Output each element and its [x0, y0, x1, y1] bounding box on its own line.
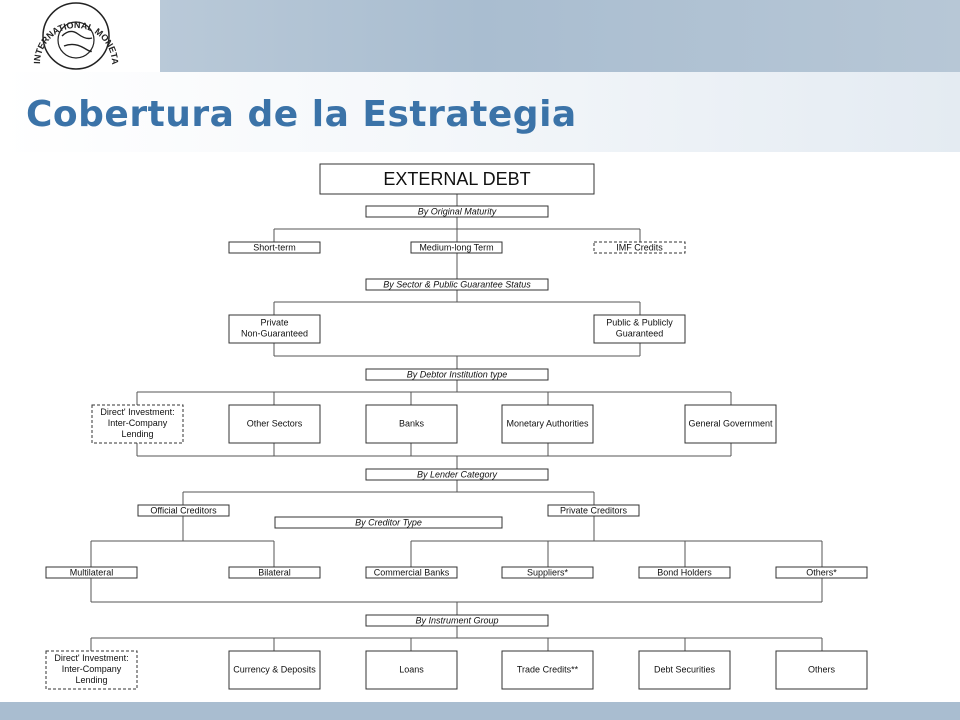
debt-securities-box: Debt Securities [638, 650, 731, 690]
svg-text:Private Creditors: Private Creditors [560, 505, 628, 515]
by-debtor-institution-label: By Debtor Institution type [365, 368, 549, 381]
bond-holders-box: Bond Holders [638, 566, 731, 579]
svg-text:Multilateral: Multilateral [70, 567, 114, 577]
by-lender-category-label: By Lender Category [365, 468, 549, 481]
svg-text:Monetary Authorities: Monetary Authorities [506, 418, 589, 428]
svg-text:By Lender Category: By Lender Category [417, 469, 498, 479]
others-creditor-box: Others* [775, 566, 868, 579]
slide-title: Cobertura de la Estrategia [26, 94, 577, 135]
bilateral-box: Bilateral [228, 566, 321, 579]
suppliers-box: Suppliers* [501, 566, 594, 579]
svg-text:By Creditor Type: By Creditor Type [355, 517, 422, 527]
svg-text:Debt Securities: Debt Securities [654, 664, 716, 674]
svg-text:By Sector & Public Guarantee S: By Sector & Public Guarantee Status [383, 279, 531, 289]
monetary-authorities-box: Monetary Authorities [501, 404, 594, 444]
svg-text:Currency & Deposits: Currency & Deposits [233, 664, 316, 674]
by-original-maturity-label: By Original Maturity [365, 205, 549, 218]
svg-text:Others: Others [808, 664, 836, 674]
slide-header: INTERNATIONAL MONETARY FUND Cobertura de… [0, 0, 960, 152]
imf-credits-box: IMF Credits [593, 241, 686, 254]
svg-text:Official Creditors: Official Creditors [150, 505, 217, 515]
svg-text:Suppliers*: Suppliers* [527, 567, 569, 577]
others-instrument-box: Others [775, 650, 868, 690]
svg-text:Other Sectors: Other Sectors [247, 418, 303, 428]
title-band [0, 72, 960, 152]
svg-text:Commercial Banks: Commercial Banks [374, 567, 450, 577]
multilateral-box: Multilateral [45, 566, 138, 579]
trade-credits-box: Trade Credits** [501, 650, 594, 690]
by-sector-guarantee-label: By Sector & Public Guarantee Status [365, 278, 549, 291]
commercial-banks-box: Commercial Banks [365, 566, 458, 579]
svg-text:Short-term: Short-term [253, 242, 296, 252]
svg-text:EXTERNAL DEBT: EXTERNAL DEBT [383, 169, 530, 189]
svg-text:By Original Maturity: By Original Maturity [418, 206, 497, 216]
by-instrument-group-label: By Instrument Group [365, 614, 549, 627]
svg-text:Others*: Others* [806, 567, 837, 577]
loans-box: Loans [365, 650, 458, 690]
svg-text:General Government: General Government [688, 418, 773, 428]
svg-text:Loans: Loans [399, 664, 424, 674]
svg-text:By Debtor Institution type: By Debtor Institution type [407, 369, 508, 379]
svg-text:Trade Credits**: Trade Credits** [517, 664, 579, 674]
medium-long-term-box: Medium-long Term [410, 241, 503, 254]
svg-text:IMF Credits: IMF Credits [616, 242, 663, 252]
short-term-box: Short-term [228, 241, 321, 254]
footer-band [0, 702, 960, 720]
banks-box: Banks [365, 404, 458, 444]
by-creditor-type-label: By Creditor Type [274, 516, 503, 529]
external-debt-box: EXTERNAL DEBT [319, 163, 595, 195]
general-government-box: General Government [684, 404, 777, 444]
world-map-banner [160, 0, 960, 72]
official-creditors-box: Official Creditors [137, 504, 230, 517]
svg-text:Bond Holders: Bond Holders [657, 567, 712, 577]
imf-logo: INTERNATIONAL MONETARY FUND [0, 0, 158, 72]
svg-text:Bilateral: Bilateral [258, 567, 291, 577]
private-creditors-box: Private Creditors [547, 504, 640, 517]
svg-text:Medium-long Term: Medium-long Term [419, 242, 493, 252]
connector-lines [90, 194, 823, 651]
other-sectors-box: Other Sectors [228, 404, 321, 444]
svg-text:By Instrument Group: By Instrument Group [415, 615, 498, 625]
svg-text:Banks: Banks [399, 418, 425, 428]
currency-deposits-box: Currency & Deposits [228, 650, 321, 690]
